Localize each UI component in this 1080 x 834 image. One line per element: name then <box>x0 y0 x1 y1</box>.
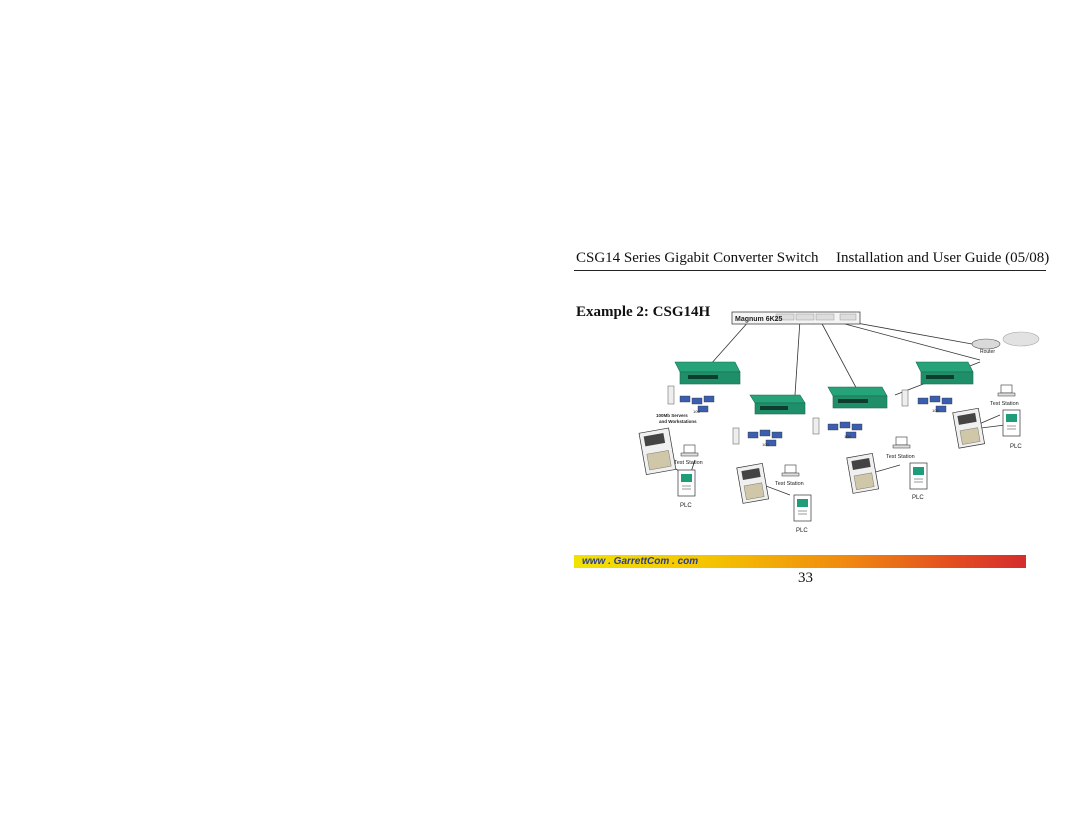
running-header-title: CSG14 Series Gigabit Converter Switch <box>576 250 819 266</box>
plc-label-4: PLC <box>1010 444 1022 450</box>
port-label-1: 100 <box>693 409 700 414</box>
port-label-3: 100 <box>844 434 851 439</box>
test-station-label-2: Test Station <box>775 481 804 487</box>
plc-label-2: PLC <box>796 528 808 534</box>
field-switch-3 <box>846 452 880 494</box>
plc-3 <box>909 462 928 490</box>
plc-4 <box>1002 409 1021 437</box>
router-icon: Router <box>971 331 1040 355</box>
csg14h-switch-1 <box>674 361 741 385</box>
test-station-4 <box>997 384 1016 397</box>
port-label-4: 100 <box>932 408 939 413</box>
network-diagram: Magnum 6K25 Router 100 100Mb Servers and… <box>638 311 1040 534</box>
test-station-label-3: Test Station <box>886 454 915 460</box>
field-switch-2 <box>736 462 770 504</box>
plc-label-3: PLC <box>912 495 924 501</box>
port-label-2: 100 <box>762 442 769 447</box>
plc-2 <box>793 494 812 522</box>
servers-label-line2: and Workstations <box>659 419 697 424</box>
csg14h-switch-4 <box>915 361 974 385</box>
page-number: 33 <box>798 570 813 586</box>
test-station-1 <box>680 444 699 457</box>
footer-url: www . GarrettCom . com <box>582 556 699 567</box>
core-switch: Magnum 6K25 <box>731 311 861 325</box>
test-station-label-4: Test Station <box>990 401 1019 407</box>
test-station-2 <box>781 464 800 477</box>
router-label: Router <box>980 349 995 355</box>
plc-label-1: PLC <box>680 503 692 509</box>
plc-1 <box>677 469 696 497</box>
workstation-cluster-2: 100 <box>732 427 783 447</box>
running-header-guide: Installation and User Guide (05/08) <box>836 250 1050 266</box>
workstation-cluster-4: 100 <box>901 389 953 413</box>
field-switch-4 <box>952 407 986 449</box>
workstation-cluster-1: 100 <box>667 385 715 414</box>
section-title: Example 2: CSG14H <box>576 304 711 320</box>
test-station-label-1: Test Station <box>674 460 703 466</box>
core-switch-label: Magnum 6K25 <box>735 316 783 323</box>
workstation-cluster-3: 100 <box>812 417 863 439</box>
servers-label-line1: 100Mb Servers <box>656 413 688 418</box>
csg14h-switch-3 <box>827 386 888 409</box>
test-station-3 <box>892 436 911 449</box>
footer-gradient-bar <box>574 555 1026 568</box>
header-rule <box>574 270 1046 271</box>
csg14h-switch-2 <box>749 394 806 415</box>
field-switch-1 <box>638 427 677 476</box>
